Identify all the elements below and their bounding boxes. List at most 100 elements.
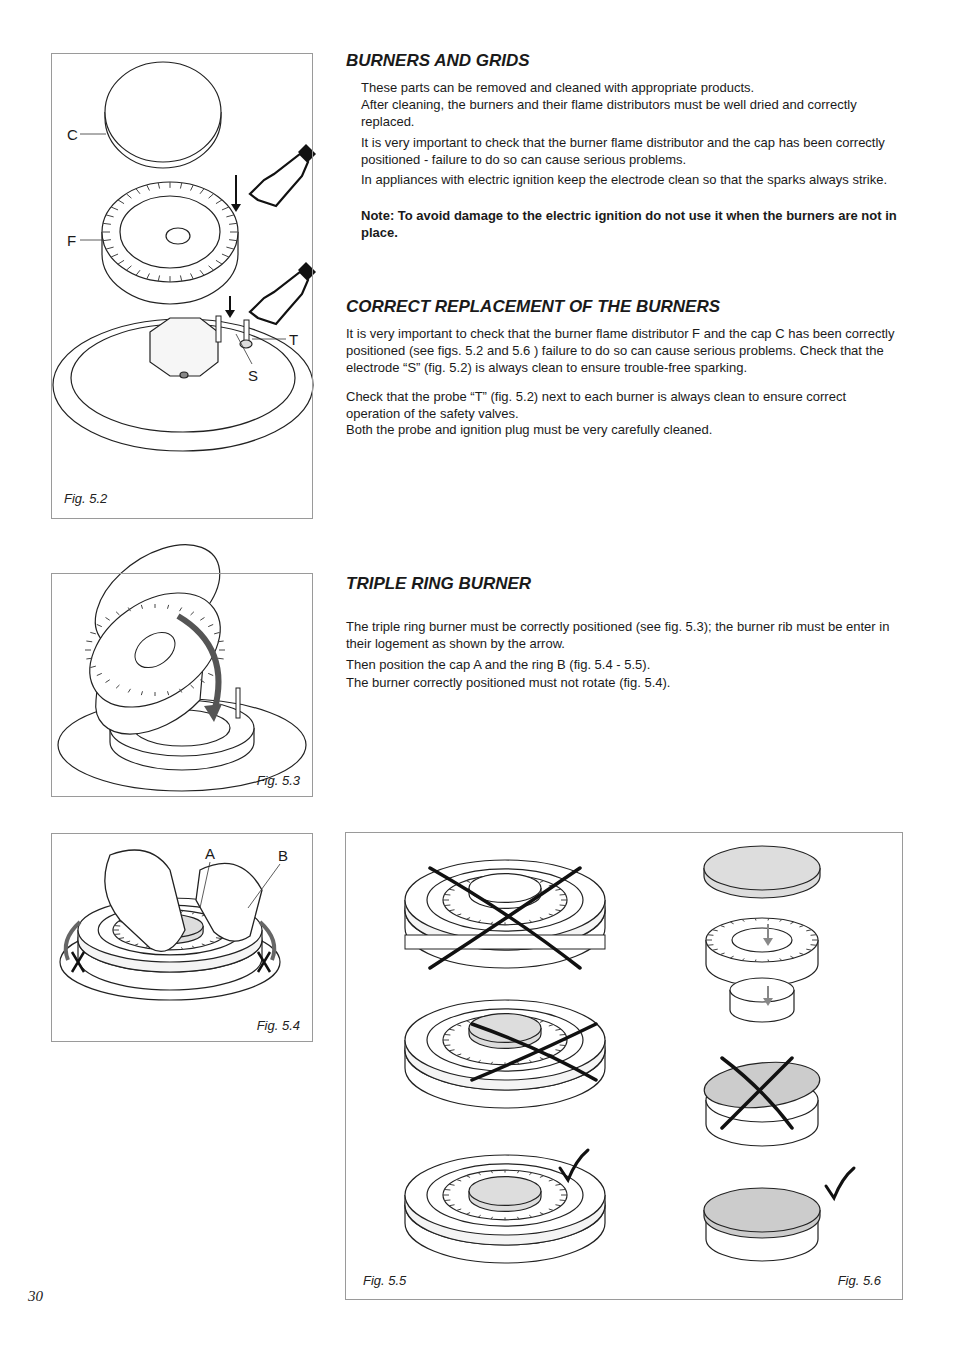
down-arrow — [767, 986, 769, 1000]
cap — [704, 1188, 820, 1232]
flame-slot — [555, 1205, 560, 1206]
page-number: 30 — [28, 1287, 43, 1306]
gas-hole — [166, 228, 190, 244]
hand-cuff — [298, 144, 316, 162]
arrow-head — [763, 998, 773, 1006]
flame-slot — [158, 183, 159, 189]
flame-slot — [555, 1184, 560, 1185]
flame-slot — [192, 912, 195, 914]
screw — [180, 372, 188, 378]
leader-line — [80, 240, 104, 241]
flame-slot — [720, 953, 724, 955]
flame-slot — [147, 185, 150, 191]
flame-slot — [768, 918, 770, 920]
flame-slot — [706, 940, 712, 941]
flame-slot — [790, 922, 793, 924]
tilted-center — [128, 625, 181, 675]
flame-slot — [540, 1021, 544, 1023]
triple-ring-fitting — [58, 545, 306, 791]
flame-slot — [219, 650, 225, 651]
leader-line — [200, 862, 210, 908]
flame-slot — [118, 200, 124, 204]
leader-line — [252, 339, 286, 340]
probe-base — [240, 340, 252, 348]
flame-slot — [443, 900, 449, 901]
flame-slot — [505, 1217, 506, 1219]
flame-slot — [445, 1189, 451, 1191]
flame-slot — [742, 919, 744, 921]
flame-slot — [90, 666, 96, 668]
flame-slot — [449, 889, 454, 890]
figure-frame: Fig. 5.2 — [51, 53, 313, 519]
part-letter: F — [67, 231, 76, 250]
flame-slot — [155, 692, 156, 696]
burner-cup — [730, 978, 794, 1002]
flame-slot — [517, 1217, 518, 1219]
flame-slot — [229, 223, 237, 224]
flame-slot — [466, 1176, 470, 1178]
flame-distributor — [102, 182, 238, 282]
flame-slot — [126, 194, 131, 199]
flame-slot — [529, 1060, 532, 1062]
flame-slot — [730, 922, 733, 924]
down-arrow — [235, 175, 237, 206]
hands-positioning — [60, 850, 280, 1000]
flame-slot — [445, 904, 451, 906]
distributor-floor — [120, 196, 220, 268]
hob-plate — [53, 319, 313, 451]
flame-slot — [85, 650, 91, 651]
flame-slot — [111, 254, 118, 257]
flame-slot — [116, 685, 119, 688]
flame-slot — [134, 944, 138, 946]
flame-slot — [230, 232, 238, 233]
flame-slot — [136, 270, 140, 275]
flame-slot — [560, 904, 566, 906]
distributor-centre — [732, 928, 792, 952]
flame-slot — [505, 1170, 506, 1172]
flame-slot — [147, 273, 150, 279]
flame-slot — [561, 900, 567, 901]
flame-slot — [179, 608, 181, 612]
body-text: Both the probe and ignition plug must be… — [346, 421, 903, 438]
flame-slot — [106, 617, 110, 620]
flame-slot — [181, 947, 182, 949]
flame-slot — [200, 189, 204, 194]
misaligned-base — [405, 935, 605, 949]
cap — [704, 846, 820, 890]
part-letter: B — [278, 846, 288, 865]
flame-slot — [226, 247, 234, 249]
correct-tick — [560, 1150, 588, 1180]
triple-ring-examples — [405, 860, 605, 1263]
flame-slot — [549, 1180, 554, 1181]
flame-slot — [449, 1029, 454, 1030]
flame-slot — [191, 185, 194, 191]
flame-slot — [102, 232, 110, 233]
flame-slot — [214, 632, 220, 634]
flame-slot — [549, 1209, 554, 1210]
flame-slot — [755, 918, 757, 920]
flame-slot — [191, 685, 194, 688]
flame-slot — [106, 680, 110, 683]
flame-slot — [466, 1058, 470, 1060]
flame-slot — [478, 1060, 481, 1062]
flame-slot — [103, 240, 111, 241]
hand-pointer — [250, 272, 308, 324]
distributor — [443, 1170, 567, 1220]
flame-slot — [209, 194, 214, 199]
flame-slot — [445, 1034, 451, 1036]
flame-slot — [555, 910, 560, 911]
figure-caption: Fig. 5.4 — [257, 1018, 300, 1033]
flame-slot — [449, 1050, 454, 1051]
flame-slot — [126, 266, 131, 271]
flame-slot — [180, 275, 181, 281]
flame-slot — [180, 183, 181, 189]
no-rotate-x — [72, 952, 270, 972]
flame-slot — [119, 937, 124, 939]
body-text: These parts can be removed and cleaned w… — [361, 79, 903, 96]
figure-caption: Fig. 5.2 — [64, 491, 107, 506]
flame-slot — [136, 189, 140, 194]
flame-slot — [517, 1171, 518, 1173]
flame-slot — [540, 1213, 544, 1215]
figure-caption: Fig. 5.5 — [363, 1273, 406, 1288]
flame-slot — [170, 276, 171, 282]
